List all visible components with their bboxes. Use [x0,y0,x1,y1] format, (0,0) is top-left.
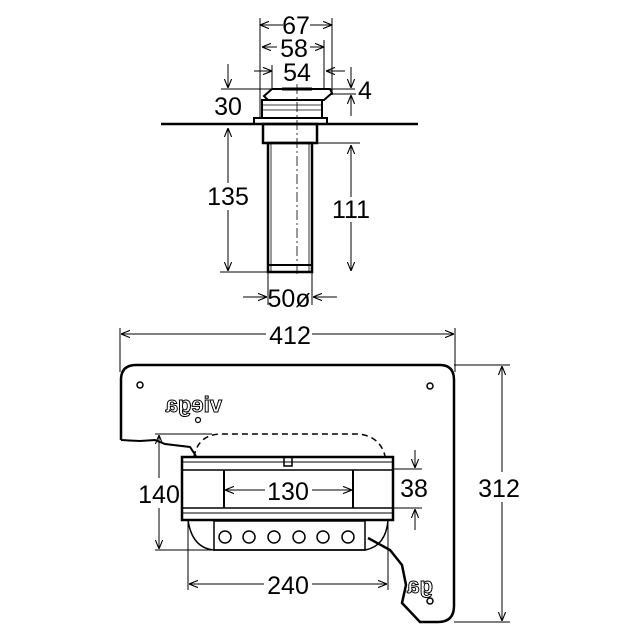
dim-50-diameter: 50ø [267,285,310,313]
dim-140: 140 [138,481,180,509]
outlet-port [267,530,281,544]
dim-38: 38 [400,475,428,503]
dim-412: 412 [269,322,311,350]
drain-pipe [266,141,314,274]
outlet-port [341,530,355,544]
dim-240: 240 [267,572,309,600]
dim-67: 67 [282,12,310,40]
drain-nut [261,99,323,119]
dim-4: 4 [358,77,372,105]
outlet-strip [213,520,366,551]
dim-130: 130 [267,478,309,506]
pipe-collar [261,122,319,145]
dim-58: 58 [280,35,308,63]
dim-312: 312 [478,475,520,503]
mounting-hole [136,381,144,389]
outlet-port [316,530,330,544]
dim-30: 30 [214,93,242,121]
drain-cap [262,88,334,101]
drain-body [180,455,395,522]
outlet-port [292,530,306,544]
dim-54: 54 [283,59,311,87]
dim-135: 135 [207,183,249,211]
logo-viega: viega [165,392,222,417]
section-view: 67 58 54 4 30 135 111 50ø [161,12,418,313]
dim-111: 111 [332,196,370,224]
outlet-port [218,530,232,544]
hidden-outline [193,433,386,458]
mounting-hole [426,382,434,390]
plan-view: viega ga 412 312 [119,322,520,624]
logo-viega-partial: ga [407,573,433,598]
outlet-port [242,530,256,544]
mounting-hole [426,597,434,605]
base-plate-outline [119,363,456,624]
